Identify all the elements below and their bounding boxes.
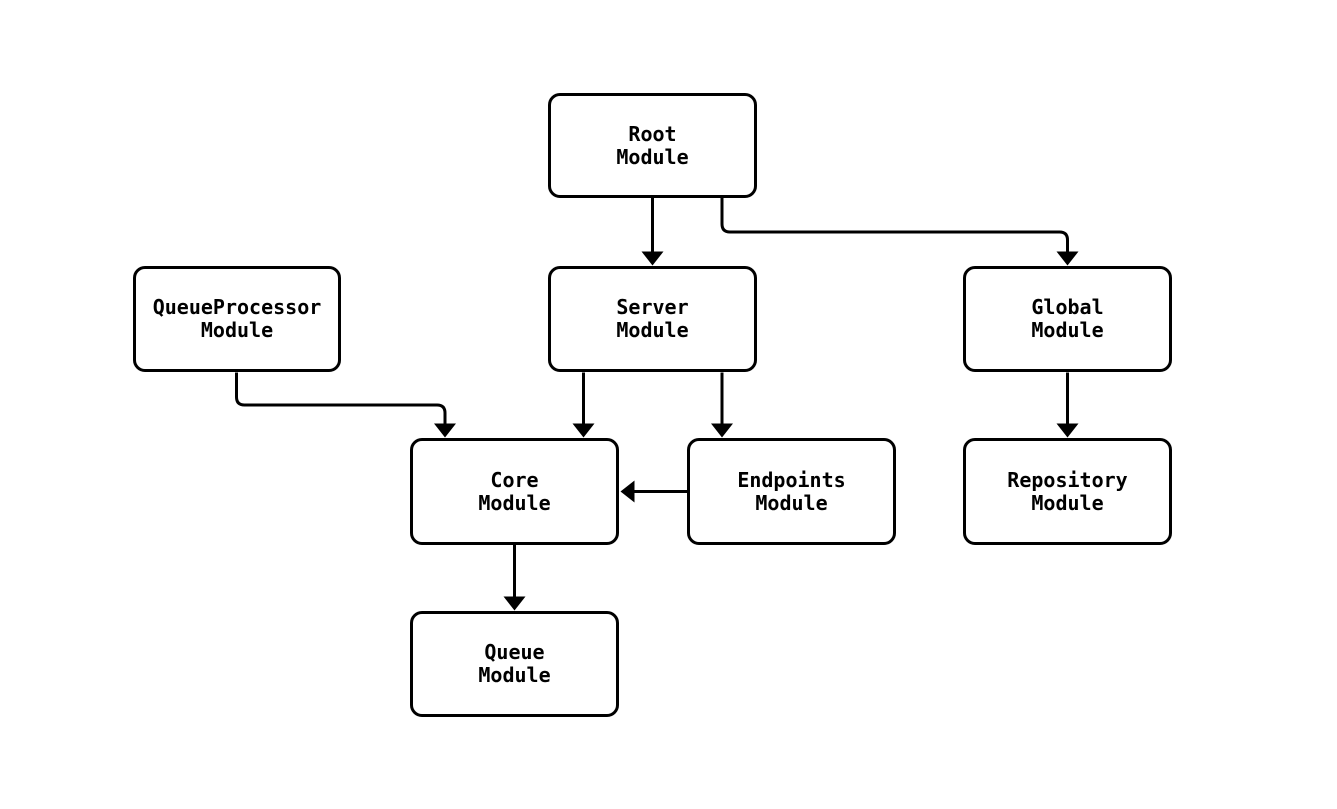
arrowhead-icon [620, 480, 635, 503]
edge-server-to-core [572, 372, 595, 438]
arrowhead-icon [572, 423, 595, 438]
arrowhead-icon [1056, 251, 1079, 266]
edge-queueprocessor-to-core [235, 372, 456, 438]
node-repository-module: Repository Module [963, 438, 1172, 545]
node-endpoints-module: Endpoints Module [687, 438, 896, 545]
node-queue-module: Queue Module [410, 611, 619, 717]
edge-global-to-repository [1056, 372, 1079, 438]
edge-endpoints-to-core [620, 480, 687, 503]
edge-root-to-server [641, 197, 664, 266]
node-global-module: Global Module [963, 266, 1172, 372]
arrowhead-icon [641, 251, 664, 266]
edge-core-to-queue [503, 545, 526, 611]
node-root-module: Root Module [548, 93, 757, 198]
node-core-module: Core Module [410, 438, 619, 545]
node-server-module: Server Module [548, 266, 757, 372]
edge-root-to-global [720, 197, 1079, 266]
arrowhead-icon [434, 423, 456, 438]
arrowhead-icon [503, 596, 526, 611]
arrowhead-icon [711, 423, 733, 438]
arrowhead-icon [1056, 423, 1079, 438]
node-queueprocessor-module: QueueProcessor Module [133, 266, 341, 372]
edge-server-to-endpoints [711, 372, 733, 438]
